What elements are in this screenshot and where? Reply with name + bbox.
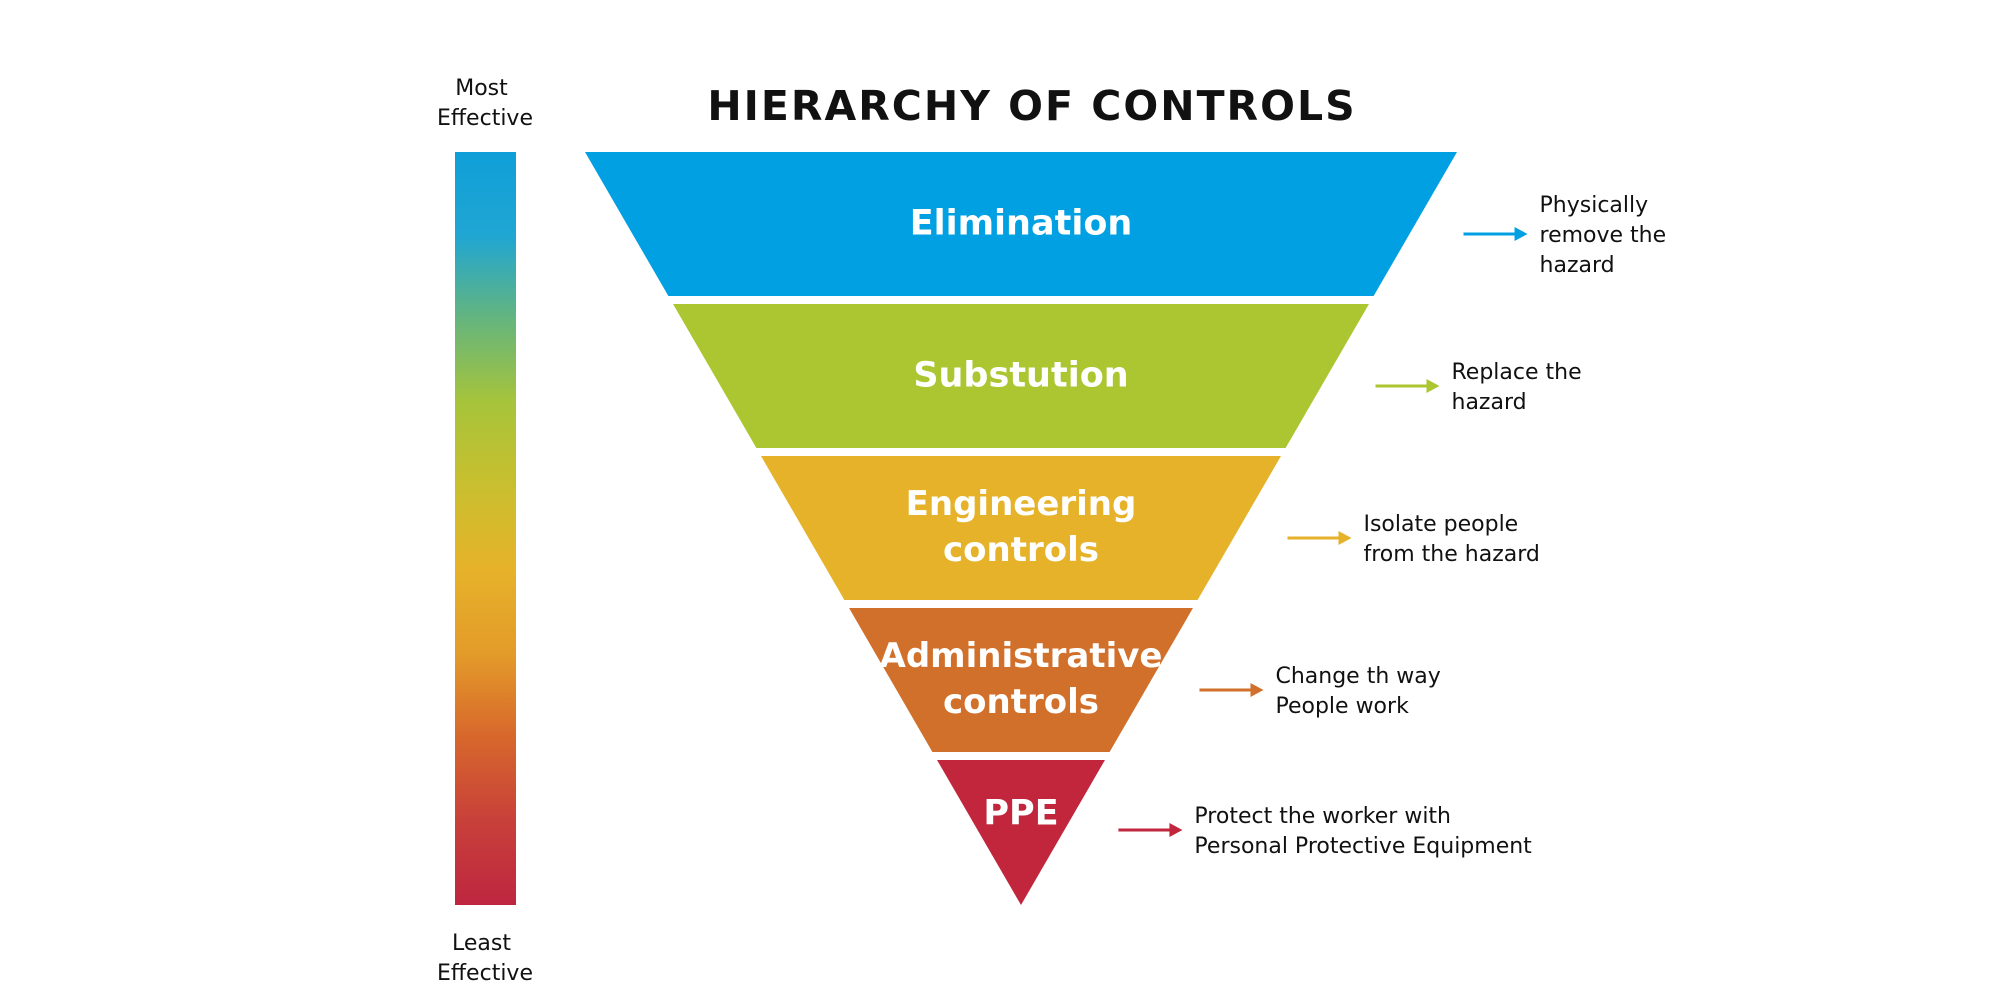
band-substution <box>673 304 1369 448</box>
level-engineering-controls: Engineering controls Isolate people from th… <box>761 456 1540 600</box>
description-line: Physically <box>1540 193 1649 218</box>
description-substution: Replace the hazard <box>1452 360 1582 415</box>
diagram-title: HIERARCHY OF CONTROLS <box>707 82 1356 130</box>
label-engineering-controls-line: Engineering <box>906 484 1137 524</box>
label-administrative-controls-line: Administrative <box>880 636 1163 676</box>
label-ppe: PPE <box>983 793 1058 833</box>
description-line: Protect the worker with <box>1194 804 1451 829</box>
label-engineering-controls: Engineering controls <box>906 484 1137 570</box>
label-engineering-controls-line: controls <box>943 530 1099 570</box>
description-line: hazard <box>1540 253 1615 278</box>
scale-bottom-line-2: Effective <box>437 961 533 986</box>
label-elimination-line: Elimination <box>910 203 1133 243</box>
description-line: from the hazard <box>1363 542 1539 567</box>
label-ppe-line: PPE <box>983 793 1058 833</box>
scale-bottom-line-1: Least <box>452 931 511 956</box>
scale-top-line-2: Effective <box>437 106 533 131</box>
description-line: Personal Protective Equipment <box>1194 834 1532 859</box>
band-engineering-controls <box>761 456 1281 600</box>
arrow-head-icon <box>1338 531 1352 545</box>
band-administrative-controls <box>849 608 1193 752</box>
band-elimination <box>585 152 1457 296</box>
arrow-head-icon <box>1514 227 1528 241</box>
effectiveness-scale: Most Effective Least Effective <box>437 76 533 986</box>
description-elimination: Physically remove the hazard <box>1540 193 1667 278</box>
label-substution: Substution <box>913 355 1128 395</box>
description-line: People work <box>1275 694 1409 719</box>
label-administrative-controls: Administrative controls <box>880 636 1163 722</box>
arrow-head-icon <box>1426 379 1440 393</box>
level-elimination: Elimination Physically remove the hazard <box>585 152 1666 296</box>
description-line: Change th way <box>1275 664 1440 689</box>
arrow-head-icon <box>1169 823 1183 837</box>
scale-top-line-1: Most <box>455 76 508 101</box>
arrow-head-icon <box>1250 683 1264 697</box>
description-line: hazard <box>1452 390 1527 415</box>
label-elimination: Elimination <box>910 203 1133 243</box>
least-effective-label: Least Effective <box>437 931 533 986</box>
effectiveness-gradient-bar <box>455 152 516 905</box>
description-line: Isolate people <box>1363 512 1518 537</box>
description-engineering-controls: Isolate people from the hazard <box>1363 512 1539 567</box>
description-line: remove the <box>1540 223 1667 248</box>
level-substution: Substution Replace the hazard <box>673 304 1582 448</box>
description-line: Replace the <box>1452 360 1582 385</box>
most-effective-label: Most Effective <box>437 76 533 131</box>
band-ppe <box>937 760 1105 905</box>
label-administrative-controls-line: controls <box>943 682 1099 722</box>
label-substution-line: Substution <box>913 355 1128 395</box>
